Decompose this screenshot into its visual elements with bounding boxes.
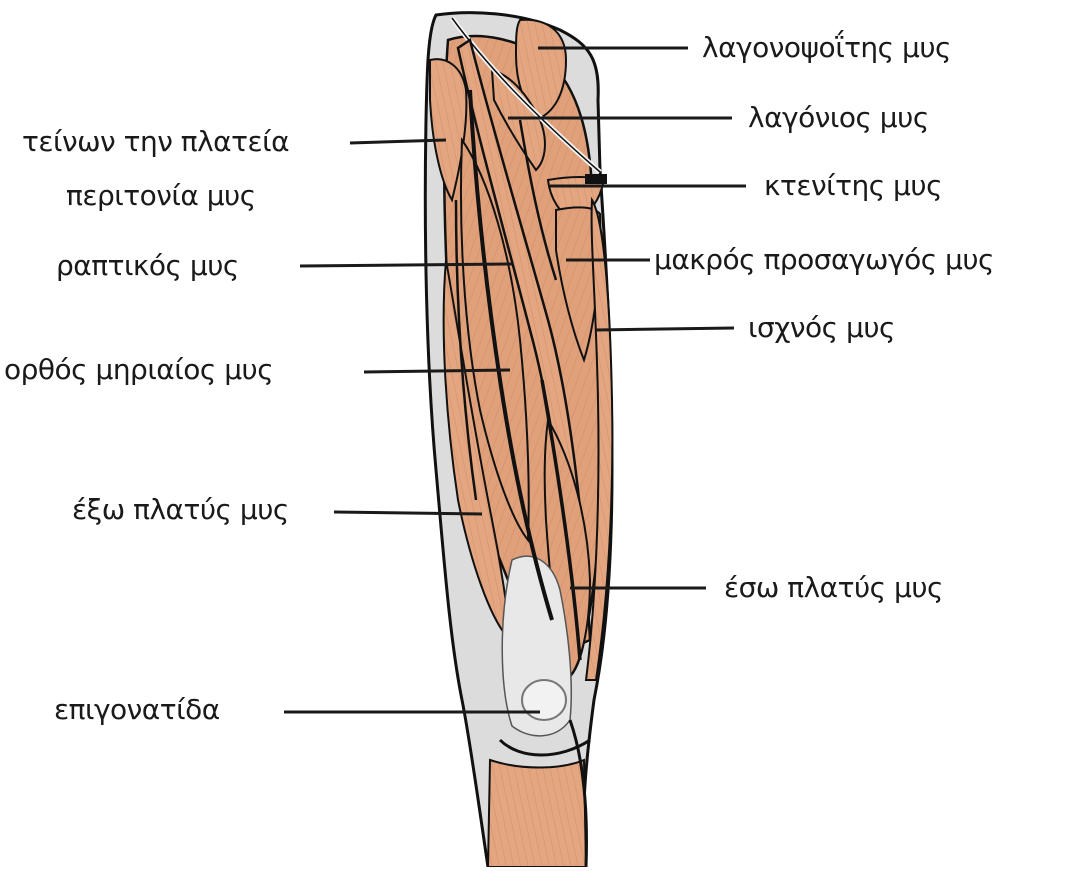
- label-vastus-lateralis: έξω πλατύς μυς: [72, 496, 289, 524]
- label-vastus-medialis: έσω πλατύς μυς: [724, 574, 943, 602]
- label-iliacus: λαγόνιος μυς: [748, 104, 929, 132]
- label-tfl-line1: τείνων την πλατεία: [22, 128, 289, 156]
- label-rectus-femoris: ορθός μηριαίος μυς: [4, 356, 273, 384]
- label-sartorius: ραπτικός μυς: [56, 252, 239, 280]
- label-patella: επιγονατίδα: [54, 696, 220, 724]
- leader-vastus-lateralis: [334, 512, 482, 514]
- leader-sartorius: [300, 264, 512, 266]
- label-gracilis: ισχνός μυς: [748, 314, 895, 342]
- label-adductor-longus: μακρός προσαγωγός μυς: [654, 246, 994, 274]
- lower-leg: [488, 760, 586, 867]
- leader-gracilis: [596, 328, 734, 330]
- label-tfl-line2: περιτονία μυς: [66, 182, 256, 210]
- patella-bone: [522, 680, 566, 720]
- label-iliopsoas: λαγονοψοΐτης μυς: [702, 34, 951, 62]
- leader-rectus-femoris: [364, 370, 510, 372]
- label-pectineus: κτενίτης μυς: [764, 172, 942, 200]
